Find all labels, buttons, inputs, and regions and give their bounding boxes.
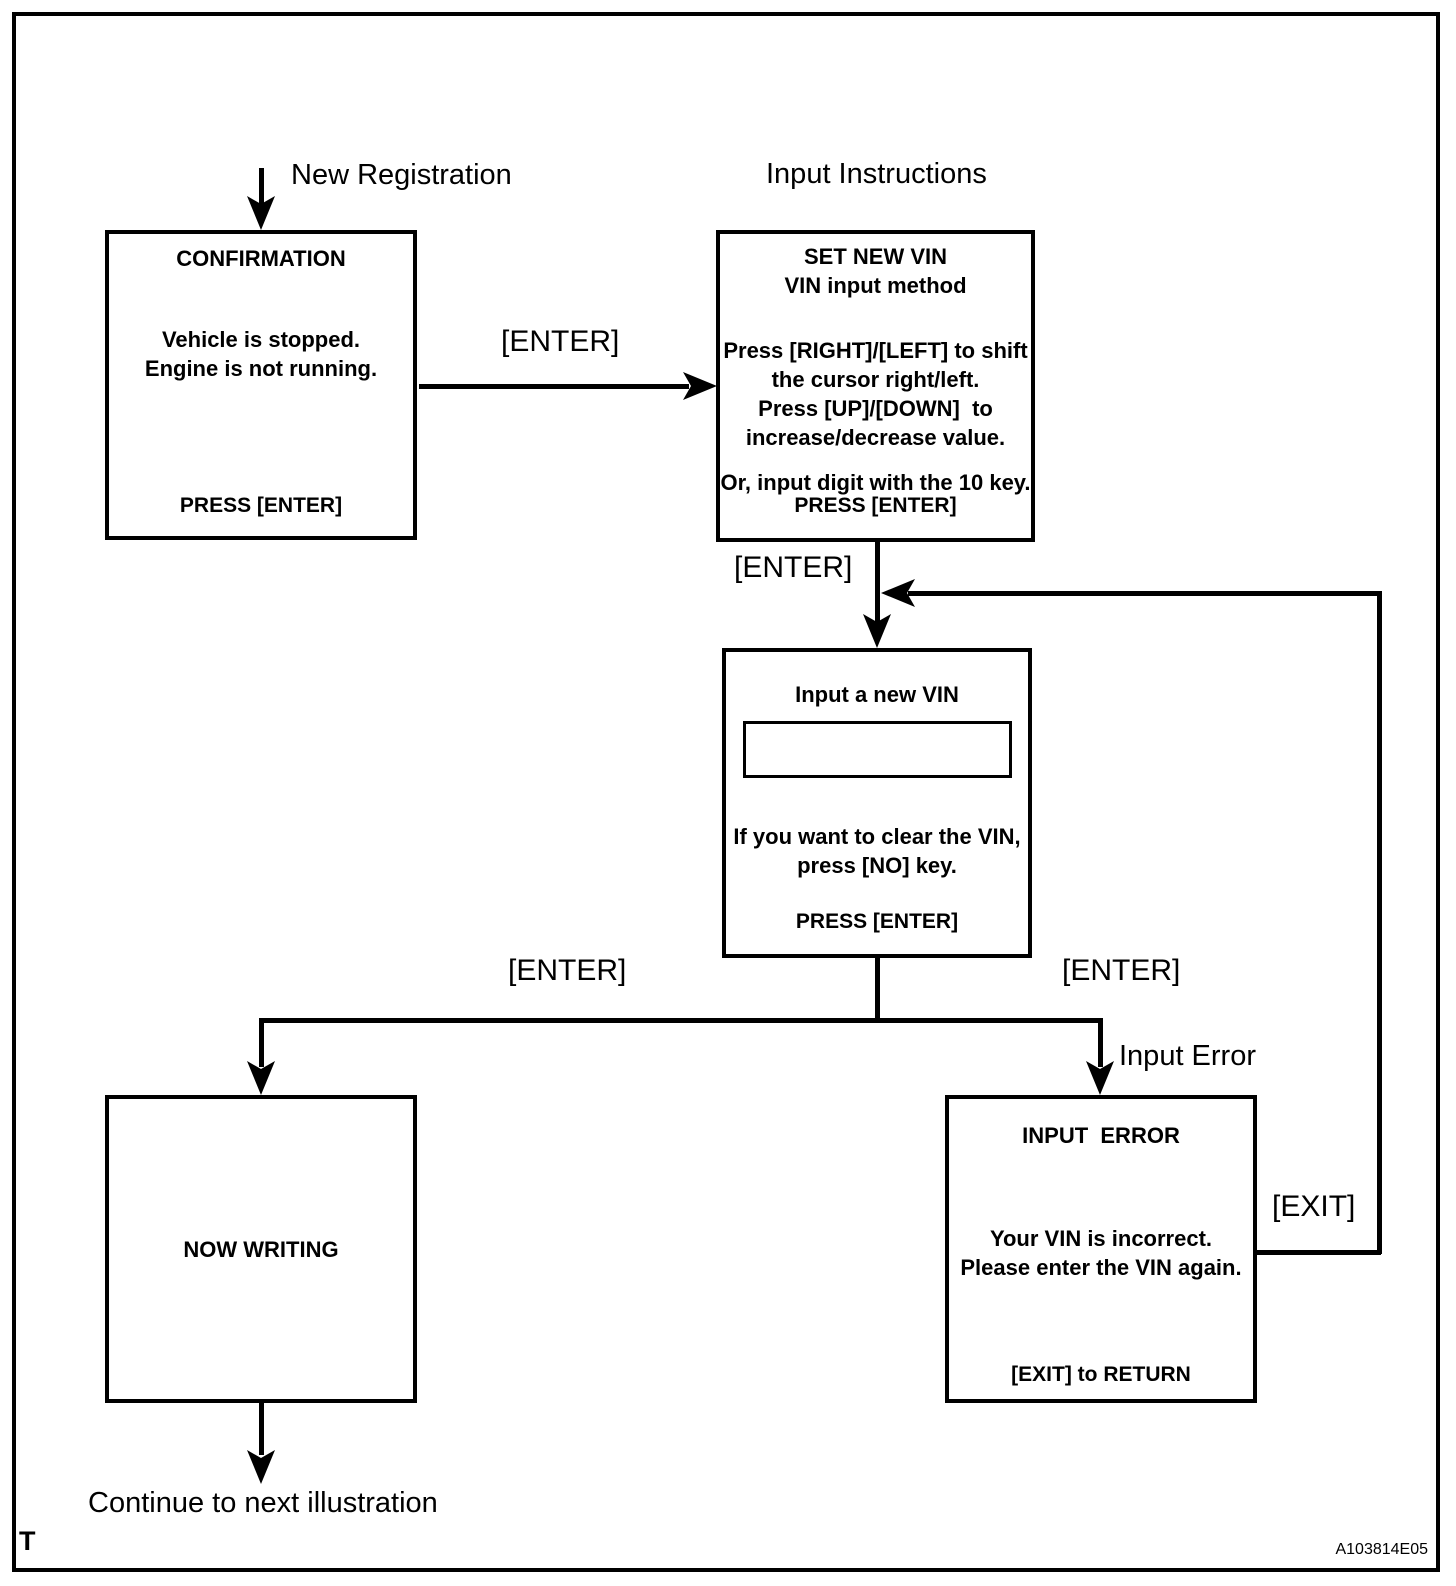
setvin-line5: Or, input digit with the 10 key.: [720, 470, 1031, 495]
confirmation-title: CONFIRMATION: [176, 246, 346, 271]
setvin-title1: SET NEW VIN: [803, 244, 947, 269]
setvin-line2: the cursor right/left.: [771, 367, 980, 392]
box-now-writing: NOW WRITING: [105, 1095, 417, 1403]
connector-continue: [259, 1403, 264, 1455]
arrowhead-right-into-setvin: [683, 372, 717, 400]
connector-confirmation-to-setvin: [419, 384, 689, 389]
confirmation-line1: Vehicle is stopped.: [161, 327, 361, 352]
setvin-footer: PRESS [ENTER]: [794, 494, 957, 517]
label-exit: [EXIT]: [1272, 1190, 1356, 1223]
vin-entry-field: [742, 721, 1012, 778]
label-input-error: Input Error: [1119, 1040, 1256, 1072]
page-border: [12, 12, 1440, 1572]
label-input-instructions: Input Instructions: [766, 158, 987, 190]
connector-return-top: [908, 591, 1382, 596]
connector-new-registration: [259, 168, 264, 208]
setvin-line3: Press [UP]/[DOWN] to: [758, 396, 993, 421]
box-set-new-vin: SET NEW VIN VIN input method Press [RIGH…: [716, 230, 1035, 542]
box-confirmation: CONFIRMATION Vehicle is stopped. Engine …: [105, 230, 417, 540]
confirmation-line2: Engine is not running.: [144, 356, 378, 381]
connector-split-left: [259, 1020, 264, 1067]
inputerror-footer: [EXIT] to RETURN: [1011, 1363, 1191, 1386]
label-continue-next: Continue to next illustration: [88, 1487, 438, 1519]
connector-split-stub: [875, 956, 880, 1022]
label-enter-to-writing: [ENTER]: [508, 954, 627, 987]
inputvin-title: Input a new VIN: [795, 682, 959, 707]
arrowhead-left-return: [881, 579, 915, 607]
arrowhead-down-into-confirmation: [247, 196, 275, 230]
inputvin-line2: press [NO] key.: [797, 853, 957, 878]
box-input-error: INPUT ERROR Your VIN is incorrect. Pleas…: [945, 1095, 1257, 1403]
inputerror-title: INPUT ERROR: [1022, 1123, 1180, 1148]
figure-code: A103814E05: [1335, 1541, 1428, 1558]
nowwriting-title: NOW WRITING: [183, 1236, 339, 1262]
connector-split-right: [1098, 1020, 1103, 1067]
inputerror-line1: Your VIN is incorrect.: [989, 1226, 1213, 1251]
connector-return-bottom: [1257, 1250, 1381, 1255]
label-enter-set-to-input: [ENTER]: [734, 551, 853, 584]
connector-split-horizontal: [259, 1018, 1103, 1023]
arrowhead-down-into-inputerror: [1086, 1061, 1114, 1095]
setvin-title2: VIN input method: [784, 273, 967, 298]
confirmation-footer: PRESS [ENTER]: [179, 494, 343, 517]
label-new-registration: New Registration: [291, 159, 512, 191]
arrowhead-down-into-inputvin: [863, 614, 891, 648]
page-corner-mark: T: [19, 1526, 36, 1556]
box-input-new-vin: Input a new VIN If you want to clear the…: [722, 648, 1032, 958]
arrowhead-down-continue: [247, 1450, 275, 1484]
label-enter-to-error: [ENTER]: [1062, 954, 1181, 987]
connector-setvin-to-inputvin: [875, 540, 880, 624]
inputerror-line2: Please enter the VIN again.: [960, 1255, 1242, 1280]
setvin-line1: Press [RIGHT]/[LEFT] to shift: [723, 338, 1028, 363]
inputvin-footer: PRESS [ENTER]: [795, 910, 959, 933]
setvin-line4: increase/decrease value.: [745, 425, 1006, 450]
connector-return-vertical: [1377, 591, 1382, 1254]
arrowhead-down-into-nowwriting: [247, 1061, 275, 1095]
inputvin-line1: If you want to clear the VIN,: [733, 824, 1021, 849]
label-enter-confirm-to-set: [ENTER]: [501, 325, 620, 358]
